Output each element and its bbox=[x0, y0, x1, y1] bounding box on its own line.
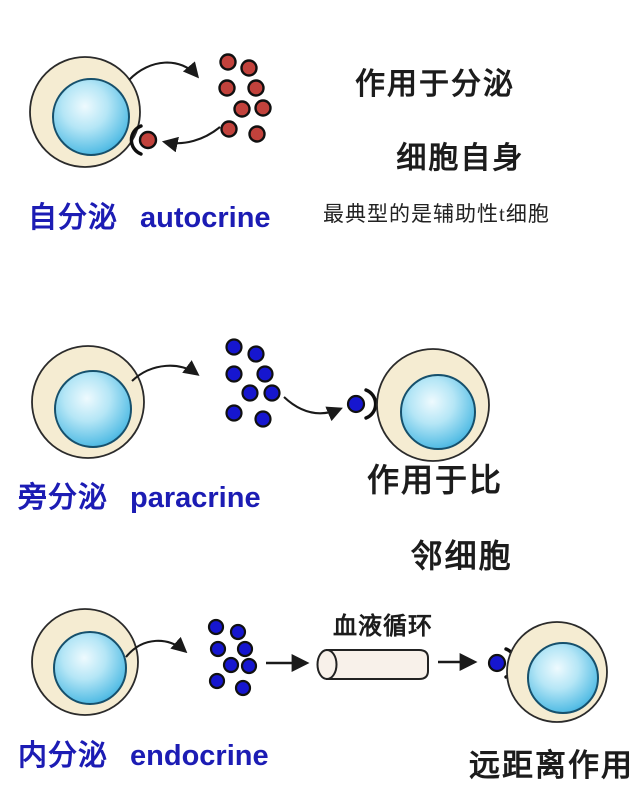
ligand-dot-blue bbox=[207, 618, 225, 636]
secretion-arrow bbox=[131, 360, 200, 382]
blood-vessel bbox=[316, 649, 429, 680]
ligand-dot-blue bbox=[225, 404, 243, 422]
ligand-dot-red bbox=[220, 120, 238, 138]
endocrine-label-cn: 内分泌 bbox=[18, 740, 109, 772]
autocrine-effect-text: 作用于分泌 细胞自身 bbox=[355, 66, 524, 177]
ligand-dot-red bbox=[248, 125, 266, 143]
red-ligand-cluster bbox=[218, 53, 272, 143]
uptake-arrow bbox=[161, 126, 221, 153]
autocrine-scene bbox=[29, 53, 272, 168]
autocrine-effect-line1: 作用于分泌 bbox=[355, 68, 515, 101]
blue-ligand-cluster bbox=[207, 618, 258, 697]
distant-cell-nucleus bbox=[527, 642, 599, 714]
ligand-dot-blue bbox=[236, 640, 254, 658]
paracrine-scene bbox=[31, 338, 490, 462]
ligand-dot-blue bbox=[254, 410, 272, 428]
paracrine-effect-line1: 作用于比 bbox=[367, 462, 504, 498]
paracrine-cell-nucleus bbox=[54, 370, 132, 448]
autocrine-note: 最典型的是辅助性t细胞 bbox=[323, 202, 550, 226]
receptor-arc bbox=[364, 388, 378, 420]
autocrine-label-en: autocrine bbox=[140, 202, 271, 234]
ligand-dot-blue bbox=[240, 657, 258, 675]
paracrine-effect-line2: 邻细胞 bbox=[410, 538, 513, 574]
paracrine-effect-text: 作用于比 邻细胞 bbox=[367, 461, 513, 575]
endocrine-cell-nucleus bbox=[53, 631, 127, 705]
paracrine-label-cn: 旁分泌 bbox=[18, 482, 109, 514]
secretion-arrow bbox=[128, 61, 200, 81]
endocrine-effect-text: 远距离作用 bbox=[469, 748, 634, 783]
autocrine-cell-nucleus bbox=[52, 78, 130, 156]
ligand-dot-blue bbox=[241, 384, 259, 402]
ligand-dot-red bbox=[247, 79, 265, 97]
ligand-dot-blue bbox=[229, 623, 247, 641]
bound-ligand-blue bbox=[346, 394, 366, 414]
ligand-dot-red bbox=[219, 53, 237, 71]
paracrine-label: 旁分泌 paracrine bbox=[18, 474, 261, 516]
ligand-dot-blue bbox=[222, 656, 240, 674]
ligand-dot-red bbox=[254, 99, 272, 117]
endocrine-label: 内分泌 endocrine bbox=[18, 732, 269, 774]
autocrine-effect-line2: 细胞自身 bbox=[396, 142, 525, 175]
endocrine-label-en: endocrine bbox=[130, 740, 269, 772]
endocrine-scene bbox=[31, 608, 608, 723]
blood-circulation-label: 血液循环 bbox=[333, 613, 433, 640]
ligand-dot-red bbox=[240, 59, 258, 77]
transfer-arrow bbox=[283, 396, 343, 422]
vessel-opening bbox=[316, 649, 338, 680]
ligand-dot-blue bbox=[225, 365, 243, 383]
ligand-dot-blue bbox=[209, 640, 227, 658]
autocrine-label: 自分泌 autocrine bbox=[28, 194, 271, 236]
ligand-dot-blue bbox=[234, 679, 252, 697]
bound-ligand-red bbox=[138, 130, 158, 150]
vessel-tube bbox=[326, 649, 429, 680]
ligand-dot-blue bbox=[225, 338, 243, 356]
target-cell-nucleus bbox=[400, 374, 476, 450]
paracrine-label-en: paracrine bbox=[130, 482, 261, 514]
receptor-arc bbox=[129, 124, 143, 156]
blue-ligand-cluster bbox=[225, 338, 281, 428]
secretion-arrow bbox=[125, 636, 188, 658]
bound-ligand-blue bbox=[487, 653, 507, 673]
ligand-dot-red bbox=[233, 100, 251, 118]
ligand-dot-red bbox=[218, 79, 236, 97]
ligand-dot-blue bbox=[263, 384, 281, 402]
ligand-dot-blue bbox=[256, 365, 274, 383]
autocrine-label-cn: 自分泌 bbox=[28, 202, 119, 234]
ligand-dot-blue bbox=[247, 345, 265, 363]
ligand-dot-blue bbox=[208, 672, 226, 690]
